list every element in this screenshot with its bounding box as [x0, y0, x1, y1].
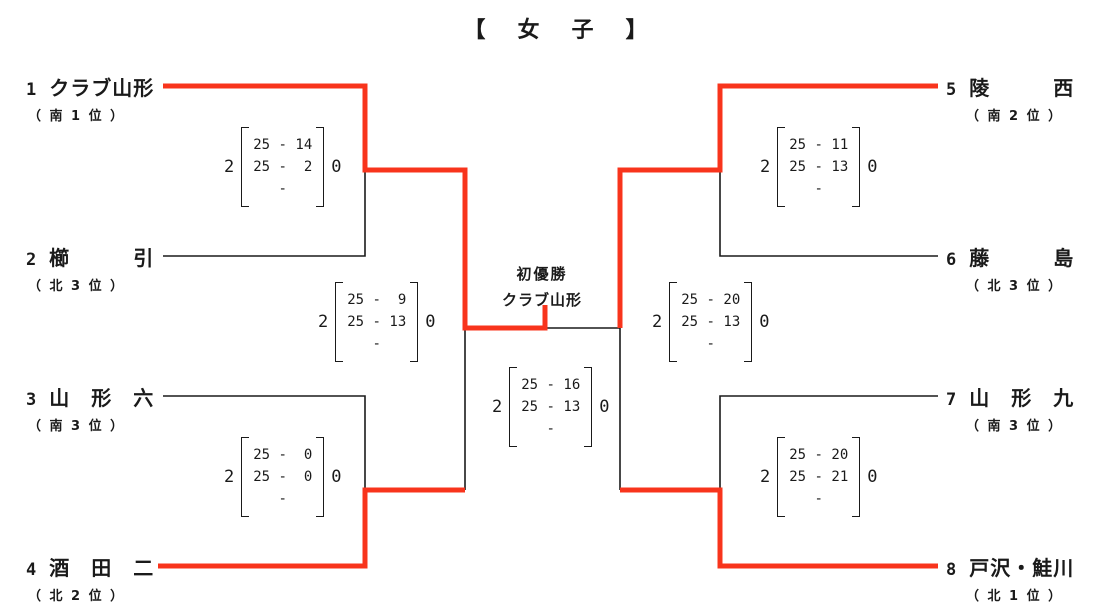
set-scores: 25 - 0 25 - 0 -	[241, 437, 325, 517]
champion-name: クラブ山形	[501, 291, 582, 309]
team-rank: （ 北 3 位 ）	[28, 279, 126, 294]
winner-path-team8	[620, 487, 938, 569]
score-box-qf3: 2 25 - 11 25 - 13 - 0	[760, 127, 878, 207]
set-scores: 25 - 14 25 - 2 -	[241, 127, 325, 207]
team-name: 藤 島	[969, 246, 1075, 270]
score-box-qf1: 2 25 - 14 25 - 2 - 0	[224, 127, 342, 207]
winner-path-team5	[617, 83, 938, 328]
winner-path-team4	[158, 487, 465, 569]
score-box-sf2: 2 25 - 20 25 - 13 - 0	[652, 282, 770, 362]
right-games: 0	[331, 467, 342, 487]
team-seed: 1	[26, 80, 37, 100]
team-4-block: 4 酒 田 二 （ 北 2 位 ）	[26, 552, 154, 604]
set-scores: 25 - 9 25 - 13 -	[335, 282, 419, 362]
champion-caption: 初優勝	[516, 265, 568, 283]
score-box-qf4: 2 25 - 20 25 - 21 - 0	[760, 437, 878, 517]
set-row: 25 - 21	[789, 469, 849, 485]
team-rank: （ 南 1 位 ）	[28, 109, 126, 124]
team-3-block: 3 山 形 六 （ 南 3 位 ）	[26, 382, 154, 434]
left-games: 2	[760, 467, 771, 487]
set-row: 25 - 14	[253, 137, 313, 153]
team-5-block: 5 陵 西 （ 南 2 位 ）	[946, 72, 1074, 124]
team-name: クラブ山形	[49, 76, 155, 100]
set-row: -	[253, 491, 313, 507]
team-seed: 8	[946, 560, 957, 580]
team-name: 陵 西	[969, 76, 1075, 100]
team-name: 山 形 六	[49, 386, 155, 410]
score-box-qf2: 2 25 - 0 25 - 0 - 0	[224, 437, 342, 517]
set-row: 25 - 20	[789, 447, 849, 463]
team-rank: （ 北 2 位 ）	[28, 589, 126, 604]
set-row: 25 - 9	[347, 292, 407, 308]
line-team2-qf1	[163, 170, 366, 257]
team-seed: 7	[946, 390, 957, 410]
team-6-block: 6 藤 島 （ 北 3 位 ）	[946, 242, 1074, 294]
set-row: 25 - 13	[521, 399, 581, 415]
team-name: 山 形 九	[969, 386, 1075, 410]
team-2-block: 2 櫛 引 （ 北 3 位 ）	[26, 242, 154, 294]
team-seed: 3	[26, 390, 37, 410]
line-team3-qf2	[163, 395, 366, 490]
right-games: 0	[867, 157, 878, 177]
team-name: 戸沢・鮭川	[969, 556, 1075, 580]
set-scores: 25 - 20 25 - 21 -	[777, 437, 861, 517]
left-games: 2	[760, 157, 771, 177]
team-1-block: 1 クラブ山形 （ 南 1 位 ）	[26, 72, 154, 124]
left-games: 2	[224, 467, 235, 487]
team-rank: （ 北 1 位 ）	[966, 589, 1064, 604]
team-seed: 2	[26, 250, 37, 270]
set-row: -	[681, 336, 741, 352]
team-seed: 6	[946, 250, 957, 270]
set-row: 25 - 16	[521, 377, 581, 393]
left-games: 2	[492, 397, 503, 417]
set-row: -	[347, 336, 407, 352]
line-team7-qf4	[719, 395, 938, 490]
team-rank: （ 南 2 位 ）	[966, 109, 1064, 124]
score-box-final: 2 25 - 16 25 - 13 - 0	[492, 367, 610, 447]
champion-label: 初優勝 クラブ山形	[468, 263, 616, 310]
team-rank: （ 南 3 位 ）	[28, 419, 126, 434]
set-scores: 25 - 16 25 - 13 -	[509, 367, 593, 447]
right-games: 0	[331, 157, 342, 177]
team-seed: 5	[946, 80, 957, 100]
bracket-title: 【 女 子 】	[463, 18, 653, 43]
left-games: 2	[652, 312, 663, 332]
set-row: 25 - 13	[347, 314, 407, 330]
score-box-sf1: 2 25 - 9 25 - 13 - 0	[318, 282, 436, 362]
set-row: -	[521, 421, 581, 437]
set-row: -	[253, 181, 313, 197]
team-8-block: 8 戸沢・鮭川 （ 北 1 位 ）	[946, 552, 1074, 604]
right-games: 0	[867, 467, 878, 487]
set-row: 25 - 0	[253, 469, 313, 485]
right-games: 0	[425, 312, 436, 332]
set-row: -	[789, 491, 849, 507]
winner-path-champion	[163, 83, 548, 331]
team-name: 櫛 引	[49, 246, 155, 270]
right-games: 0	[759, 312, 770, 332]
left-games: 2	[318, 312, 329, 332]
line-team6-qf3	[719, 170, 938, 257]
set-scores: 25 - 20 25 - 13 -	[669, 282, 753, 362]
left-games: 2	[224, 157, 235, 177]
team-7-block: 7 山 形 九 （ 南 3 位 ）	[946, 382, 1074, 434]
set-row: 25 - 2	[253, 159, 313, 175]
right-games: 0	[599, 397, 610, 417]
team-seed: 4	[26, 560, 37, 580]
set-row: -	[789, 181, 849, 197]
set-row: 25 - 13	[789, 159, 849, 175]
team-rank: （ 北 3 位 ）	[966, 279, 1064, 294]
team-rank: （ 南 3 位 ）	[966, 419, 1064, 434]
set-row: 25 - 0	[253, 447, 313, 463]
set-scores: 25 - 11 25 - 13 -	[777, 127, 861, 207]
set-row: 25 - 13	[681, 314, 741, 330]
set-row: 25 - 20	[681, 292, 741, 308]
set-row: 25 - 11	[789, 137, 849, 153]
team-name: 酒 田 二	[49, 556, 155, 580]
